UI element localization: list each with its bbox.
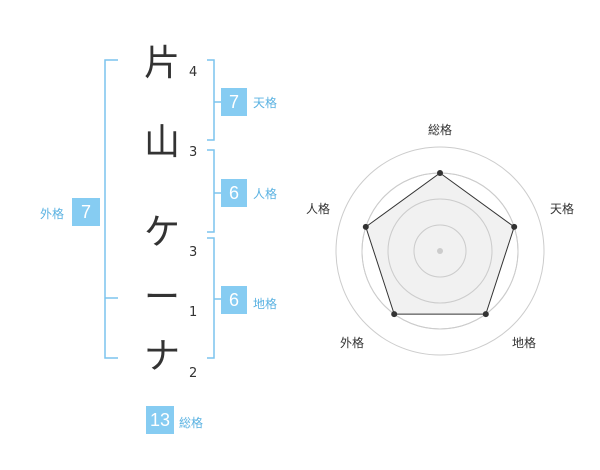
radar-center-dot	[437, 248, 443, 254]
tenkaku-bracket	[207, 59, 215, 141]
radar-polygon	[365, 172, 515, 315]
radar-label-chikaku: 地格	[511, 336, 536, 350]
radar-label-soukaku: 総格	[427, 123, 452, 137]
radar-ring-overlay-2	[387, 198, 493, 304]
name-char-4: ー	[143, 277, 180, 318]
chikaku-label: 地格	[253, 297, 278, 311]
radar-label-tenkaku: 天格	[549, 202, 574, 216]
stroke-count-4: 1	[189, 305, 198, 320]
radar-point-chikaku	[482, 311, 489, 318]
outer-bracket	[104, 59, 118, 359]
chikaku-bracket	[207, 237, 215, 359]
name-char-3: ケ	[143, 212, 180, 253]
tenkaku-value-box: 7	[221, 88, 247, 116]
jinkaku-value-box: 6	[221, 179, 247, 207]
gaikaku-value-box: 7	[72, 198, 100, 226]
gaikaku-label: 外格	[40, 207, 65, 221]
radar-label-gaikaku: 外格	[339, 336, 364, 350]
tenkaku-label: 天格	[253, 96, 278, 110]
stroke-count-2: 3	[189, 145, 198, 160]
soukaku-label: 総格	[179, 416, 204, 430]
radar-ring-overlay-1	[413, 224, 467, 278]
jinkaku-bracket	[207, 149, 215, 233]
radar-point-jinkaku	[362, 223, 369, 230]
jinkaku-label: 人格	[253, 187, 278, 201]
radar-ring-4	[335, 146, 545, 356]
stroke-count-1: 4	[189, 65, 198, 80]
name-char-1: 片	[143, 43, 180, 84]
radar-point-tenkaku	[511, 223, 518, 230]
radar-point-soukaku	[437, 170, 443, 176]
radar-label-jinkaku: 人格	[305, 202, 330, 216]
name-char-2: 山	[143, 122, 180, 163]
soukaku-value-box: 13	[146, 406, 174, 434]
stroke-count-3: 3	[189, 245, 198, 260]
name-char-5: ナ	[143, 336, 180, 377]
stroke-count-5: 2	[189, 366, 198, 381]
radar-point-gaikaku	[391, 311, 398, 318]
chikaku-value-box: 6	[221, 286, 247, 314]
